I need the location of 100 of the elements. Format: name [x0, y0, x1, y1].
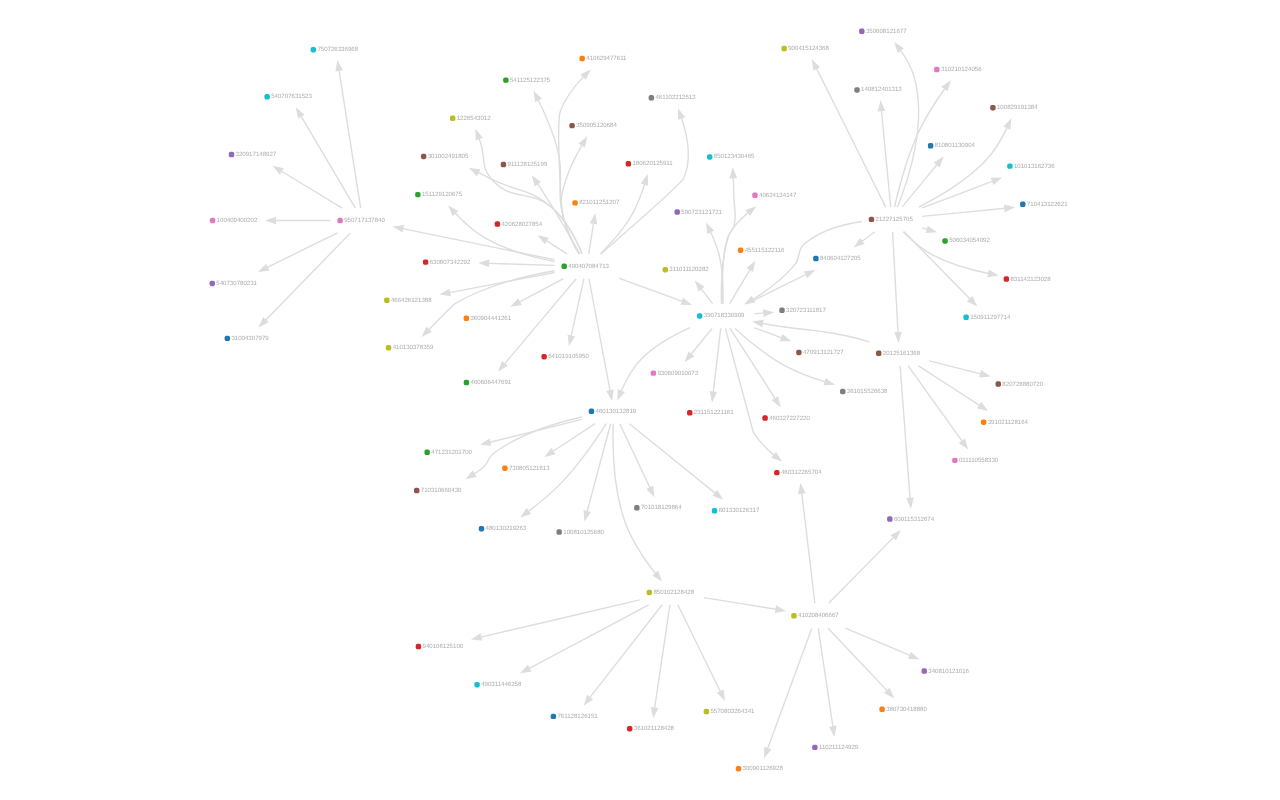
node-circle: [952, 457, 958, 464]
node-circle: [569, 122, 575, 129]
node-circle: [310, 47, 317, 53]
arrow: [258, 232, 352, 328]
node-circle: [478, 525, 485, 532]
arrow: [729, 327, 781, 408]
node-circle: [774, 469, 780, 476]
node-circle: [224, 335, 231, 342]
arrow: [921, 204, 1016, 218]
node-circle: [813, 255, 819, 262]
arrow: [811, 59, 887, 208]
arrow: [798, 482, 816, 604]
arrow: [709, 327, 722, 403]
node-circle: [209, 280, 215, 287]
node-circle: [449, 115, 456, 122]
node-circle: [463, 379, 470, 386]
arrow: [684, 327, 713, 363]
node-circle: [503, 77, 509, 83]
node-circle: [556, 529, 562, 535]
node-circle: [687, 410, 693, 416]
arrow: [470, 599, 641, 641]
node-circle: [474, 681, 480, 688]
arrow: [618, 277, 692, 305]
node-circle: [934, 66, 940, 73]
node-circle: [921, 668, 927, 674]
arrow: [891, 231, 902, 344]
node-circle: [854, 87, 860, 93]
arrow: [728, 260, 756, 305]
arrow: [827, 627, 895, 699]
arrow: [583, 604, 663, 706]
node-circle: [494, 221, 501, 227]
node-circle: [228, 151, 235, 158]
arrow: [921, 177, 1003, 209]
arrow: [533, 90, 580, 255]
arrow: [899, 365, 914, 509]
node-circle: [674, 209, 680, 215]
node-circle: [980, 419, 987, 425]
node-circle: [752, 192, 758, 198]
node-circle: [963, 314, 969, 320]
node-circle: [942, 238, 948, 244]
arrow: [558, 69, 591, 255]
arrow: [828, 529, 901, 604]
arrow: [705, 222, 724, 305]
node-circle: [561, 263, 567, 269]
arrow: [752, 319, 870, 343]
arrow: [677, 604, 726, 701]
node-circle: [796, 349, 802, 356]
arrow: [520, 604, 650, 674]
node-circle: [1003, 276, 1010, 282]
arrow: [588, 278, 614, 401]
arrow: [599, 174, 649, 255]
arrow: [537, 235, 568, 255]
arrow: [510, 277, 565, 307]
node-circle: [812, 744, 818, 751]
arrow: [744, 220, 863, 305]
node-circle: [646, 589, 653, 596]
node-circle: [735, 765, 742, 772]
node-circle: [588, 408, 595, 415]
node-circle: [990, 104, 996, 111]
node-circle: [995, 381, 1001, 387]
node-circle: [424, 449, 430, 456]
arrow: [746, 269, 816, 305]
arrow: [721, 206, 757, 305]
arrow: [421, 270, 556, 337]
arrow: [588, 213, 598, 255]
arrow: [918, 118, 1012, 208]
arrow: [468, 167, 583, 255]
node-circle: [762, 415, 768, 421]
node-circle: [696, 313, 703, 319]
node-circle: [463, 315, 470, 321]
arrow: [479, 418, 583, 446]
arrow: [628, 423, 724, 500]
node-circle: [781, 45, 787, 52]
node-circle: [627, 725, 633, 732]
arrow: [392, 225, 556, 261]
arrow: [853, 231, 876, 248]
arrow: [544, 422, 596, 457]
arrow: [901, 156, 944, 208]
arrow: [295, 107, 356, 209]
node-circle: [385, 345, 392, 351]
node-circle: [927, 143, 934, 149]
arrow: [567, 278, 585, 347]
arrow: [734, 327, 836, 386]
node-circle: [422, 259, 429, 265]
node-circle: [500, 161, 507, 168]
arrow: [617, 327, 691, 401]
arrow: [497, 278, 577, 372]
arrow: [258, 232, 339, 272]
node-circle: [859, 28, 865, 35]
node-circle: [384, 297, 390, 304]
arrow: [583, 423, 612, 522]
node-circle: [625, 161, 632, 167]
node-circle: [572, 200, 578, 206]
arrow: [928, 360, 991, 378]
node-circle: [634, 505, 640, 511]
arrow: [694, 280, 714, 305]
node-circle: [264, 94, 270, 100]
node-circle: [779, 307, 785, 313]
node-circle: [420, 153, 427, 160]
node-circle: [737, 247, 744, 253]
